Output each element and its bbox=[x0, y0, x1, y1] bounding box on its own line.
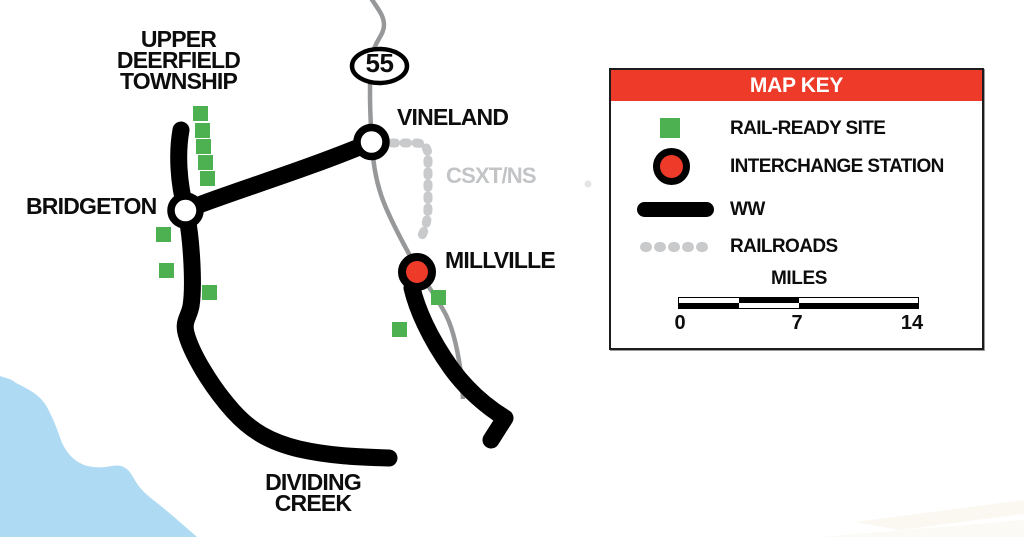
scale-title: MILES bbox=[770, 268, 828, 289]
label-millville: MILLVILLE bbox=[445, 247, 556, 273]
legend-label-railroads: RAILROADS bbox=[730, 236, 838, 257]
scale-bar bbox=[678, 297, 919, 309]
water-area bbox=[0, 376, 197, 537]
rail-ready-site-marker bbox=[202, 285, 217, 300]
station-vineland bbox=[353, 123, 390, 161]
rail-ready-site-marker bbox=[156, 227, 171, 242]
ww-line-bridgeton-dividing-creek bbox=[176, 208, 398, 467]
csxt-ns-railroad-dashed bbox=[387, 138, 433, 244]
rail-ready-site-legend-icon bbox=[660, 118, 680, 138]
interchange-station-legend-icon bbox=[653, 148, 690, 185]
scale-tick-14: 14 bbox=[900, 312, 924, 334]
station-millville-interchange bbox=[398, 253, 436, 291]
label-bridgeton: BRIDGETON bbox=[26, 193, 157, 219]
legend-label-interchange-station: INTERCHANGE STATION bbox=[730, 156, 944, 177]
rail-ready-site-marker bbox=[195, 123, 210, 138]
map-key-title: MAP KEY bbox=[611, 70, 982, 101]
route-55-shield bbox=[349, 46, 410, 86]
corner-tint-2 bbox=[820, 520, 1024, 537]
rail-ready-site-marker bbox=[198, 155, 213, 170]
route-55-shield-number: 55 bbox=[365, 48, 394, 78]
scale-tick-0: 0 bbox=[674, 312, 686, 334]
label-upper-deerfield-township: UPPER DEERFIELD TOWNSHIP bbox=[116, 26, 241, 94]
corner-tint bbox=[855, 500, 1024, 530]
ww-line-millville-south bbox=[403, 279, 514, 449]
label-dividing-creek: DIVIDING CREEK bbox=[265, 469, 362, 516]
rail-ready-site-marker bbox=[431, 290, 446, 305]
scale-tick-7: 7 bbox=[791, 312, 803, 334]
legend-label-rail-ready-site: RAIL-READY SITE bbox=[730, 118, 886, 139]
rail-ready-site-marker bbox=[200, 171, 215, 186]
rail-ready-site-marker bbox=[159, 263, 174, 278]
rail-ready-site-marker bbox=[392, 322, 407, 337]
rail-ready-site-marker bbox=[196, 139, 211, 154]
station-bridgeton bbox=[167, 192, 204, 229]
ww-line-legend-icon bbox=[637, 202, 714, 217]
railroad-dot bbox=[584, 180, 592, 188]
railroads-legend-icon bbox=[640, 242, 708, 252]
label-vineland: VINELAND bbox=[397, 104, 509, 130]
map-key-panel: MAP KEY RAIL-READY SITE INTERCHANGE STAT… bbox=[609, 68, 984, 350]
rail-ready-site-marker bbox=[193, 106, 208, 121]
label-csxt-ns: CSXT/NS bbox=[446, 163, 537, 188]
legend-label-ww: WW bbox=[730, 199, 765, 220]
